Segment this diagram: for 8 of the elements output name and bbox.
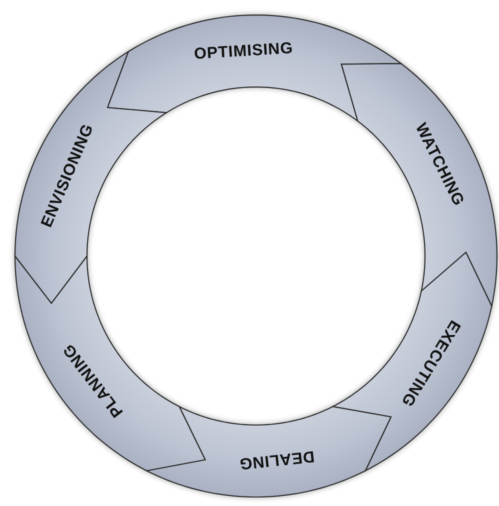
- ring-segment: [106, 14, 403, 122]
- stage-label: OPTIMISING: [194, 41, 294, 64]
- ring-segment: [14, 254, 206, 472]
- ring-segment: [340, 62, 498, 308]
- stage-label: DEALING: [238, 446, 316, 471]
- ring-segment: [144, 405, 392, 498]
- ring-segment: [331, 251, 492, 472]
- ring-segment: [14, 50, 168, 304]
